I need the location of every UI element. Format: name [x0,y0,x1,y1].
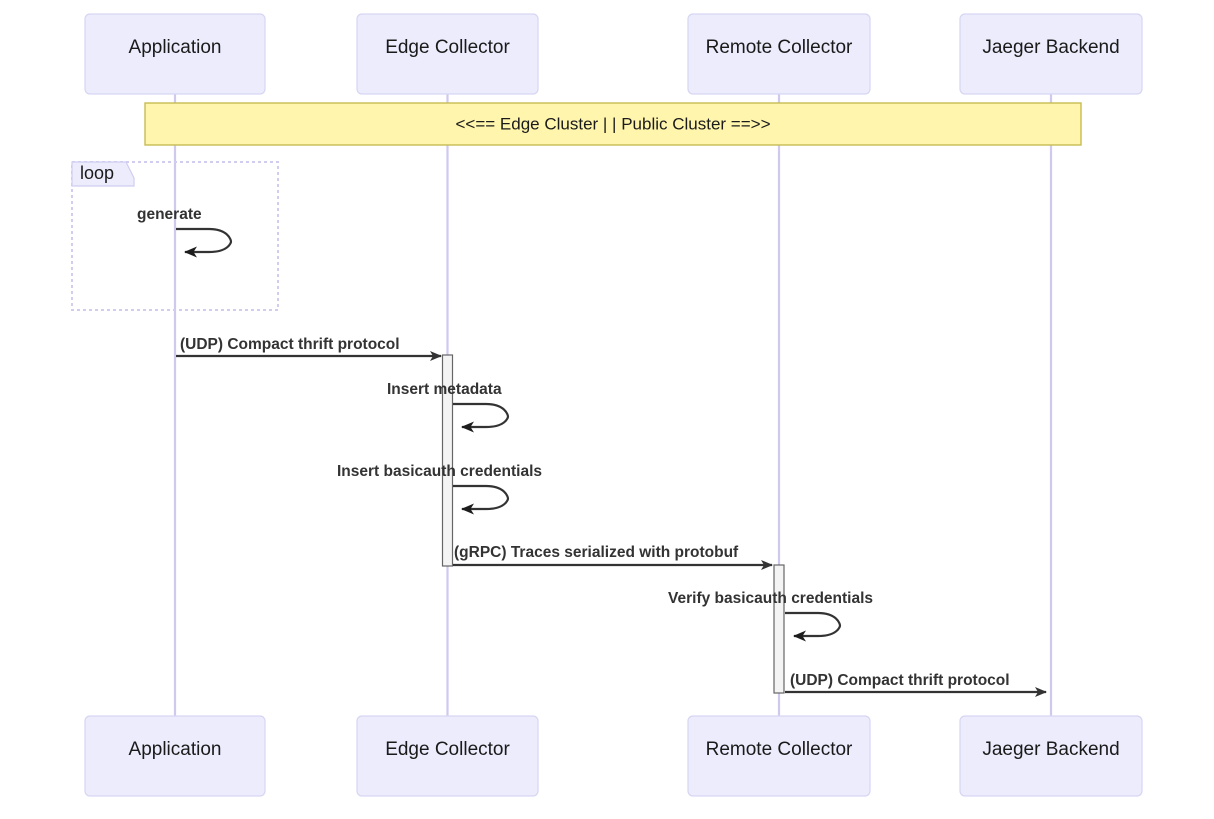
message-label: Insert basicauth credentials [337,463,542,480]
participant-box[interactable] [687,715,871,797]
participant-label: Remote Collector [706,37,853,58]
message-grpc-traces-protobuf[interactable]: (gRPC) Traces serialized with protobuf [453,544,773,570]
participant-box[interactable] [959,715,1143,797]
note-box [144,102,1082,146]
lifelines-group [173,94,1053,716]
message-insert-metadata[interactable]: Insert metadata [387,381,510,433]
participant-box[interactable] [84,715,266,797]
participant-label: Remote Collector [706,739,853,760]
participant-footer-application[interactable]: Application [84,715,266,797]
participant-header-jaeger-backend[interactable]: Jaeger Backend [959,13,1143,95]
participant-box[interactable] [356,13,539,95]
activation-bars-group [441,354,785,694]
message-label: Insert metadata [387,381,502,398]
participant-box[interactable] [959,13,1143,95]
note-text: <<== Edge Cluster | | Public Cluster ==>… [455,114,770,133]
participant-footer-edge-collector[interactable]: Edge Collector [356,715,539,797]
message-insert-basicauth-credentials[interactable]: Insert basicauth credentials [337,463,542,515]
participant-label: Application [129,37,222,58]
message-label: (UDP) Compact thrift protocol [180,336,400,353]
activation-remote-collector [773,564,785,694]
message-generate[interactable]: generate [137,206,233,258]
participant-footer-jaeger-backend[interactable]: Jaeger Backend [959,715,1143,797]
self-message-arrow[interactable] [453,484,510,515]
participant-label: Edge Collector [385,739,510,760]
participant-label: Application [129,739,222,760]
loop-fragment: loop generate [71,161,279,311]
participant-label: Jaeger Backend [982,37,1119,58]
participant-footer-remote-collector[interactable]: Remote Collector [687,715,871,797]
participant-label: Edge Collector [385,37,510,58]
message-label: (UDP) Compact thrift protocol [790,672,1010,689]
loop-frame-border [71,161,279,311]
message-verify-basicauth-credentials[interactable]: Verify basicauth credentials [668,590,873,642]
self-message-arrow[interactable] [785,611,842,642]
activation-edge-collector [441,354,454,567]
participant-box[interactable] [356,715,539,797]
self-message-arrow[interactable] [453,402,510,433]
self-message-arrow[interactable] [176,227,233,258]
message-udp-compact-thrift-2[interactable]: (UDP) Compact thrift protocol [785,672,1047,697]
message-udp-compact-thrift-1[interactable]: (UDP) Compact thrift protocol [176,336,442,361]
participant-box[interactable] [84,13,266,95]
message-label: generate [137,206,202,223]
participant-label: Jaeger Backend [982,739,1119,760]
message-label: Verify basicauth credentials [668,590,873,607]
loop-tag-shape [71,161,135,187]
participant-header-edge-collector[interactable]: Edge Collector [356,13,539,95]
note-cluster-divider: <<== Edge Cluster | | Public Cluster ==>… [144,102,1082,146]
participant-header-remote-collector[interactable]: Remote Collector [687,13,871,95]
participant-header-application[interactable]: Application [84,13,266,95]
loop-tag-label: loop [80,163,114,183]
participant-box[interactable] [687,13,871,95]
message-label: (gRPC) Traces serialized with protobuf [454,544,739,561]
